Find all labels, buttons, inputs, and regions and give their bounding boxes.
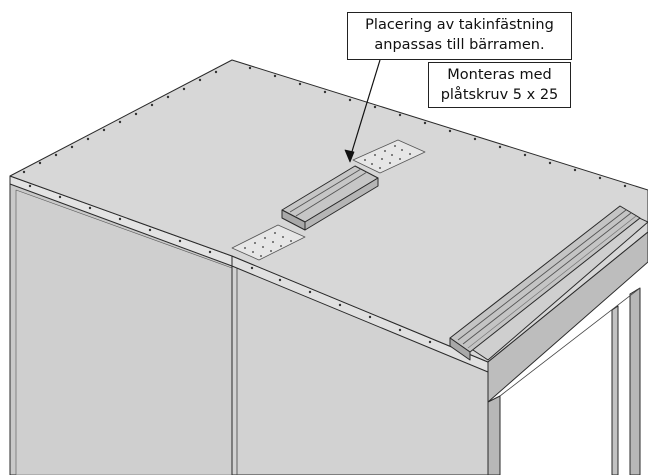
- placement-callout-line-1: Placering av takinfästning: [365, 17, 554, 33]
- mounting-callout-line-2: plåtskruv 5 x 25: [440, 87, 559, 103]
- frame-beam-front: [487, 231, 648, 403]
- frame-post-c: [611, 305, 619, 475]
- screw-dots: [22, 66, 627, 344]
- frame-post-b: [629, 287, 641, 475]
- mounting-callout-line-1: Monteras med: [447, 67, 552, 83]
- mounting-plate-lower: [231, 224, 306, 261]
- right-rail-groove-2: [462, 212, 632, 345]
- callout-arrowhead: [344, 149, 355, 163]
- mounting-plate-upper: [352, 139, 426, 174]
- frame-inner-line: [499, 287, 641, 397]
- right-rail-side: [449, 337, 471, 361]
- frame-post-a: [487, 395, 501, 475]
- left-side-inner-face: [15, 189, 233, 475]
- middle-rail-groove-1: [289, 168, 362, 213]
- right-rail-groove-3: [467, 215, 637, 349]
- callout-leader-line: [349, 59, 381, 159]
- middle-rail-end: [304, 177, 379, 231]
- right-rail-groove-1: [457, 209, 627, 341]
- mounting-callout-box: Monteras med plåtskruv 5 x 25: [428, 62, 571, 108]
- middle-rail-groove-2: [295, 171, 368, 217]
- placement-callout-line-2: anpassas till bärramen.: [374, 37, 545, 53]
- placement-callout-box: Placering av takinfästning anpassas till…: [347, 12, 572, 60]
- cabinet-body: [9, 59, 648, 475]
